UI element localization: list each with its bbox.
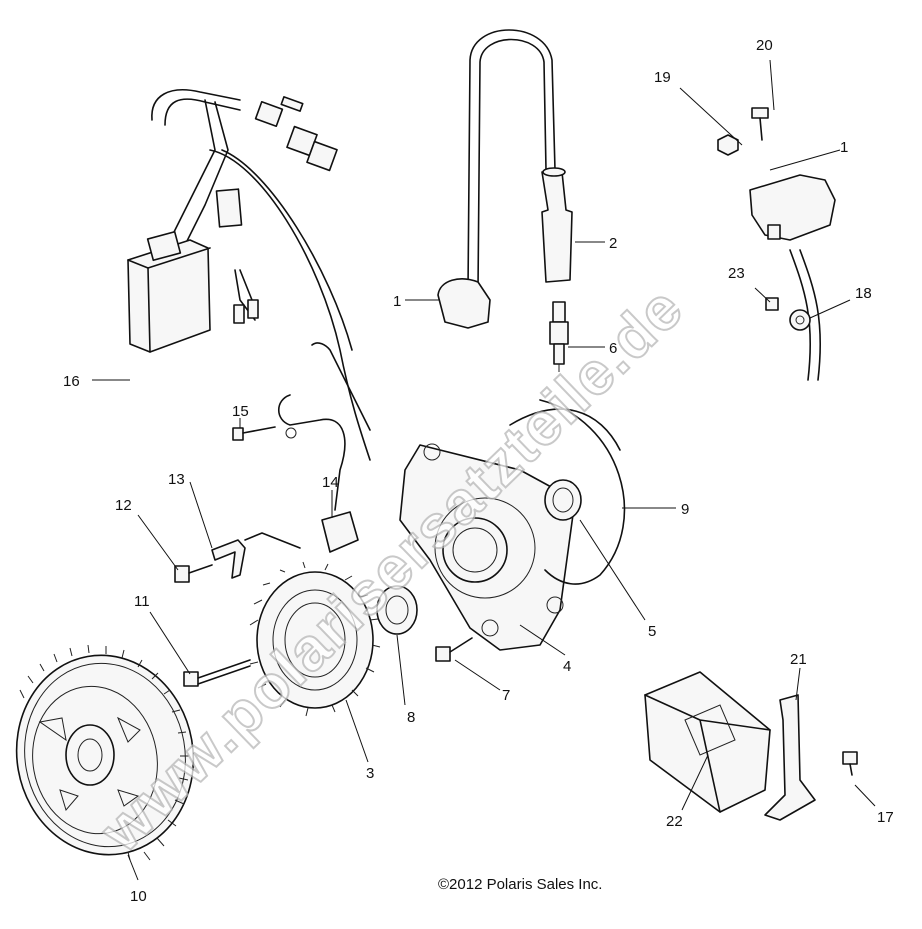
callout-17: 17 bbox=[877, 809, 894, 826]
ignition-coil-and-lead bbox=[437, 29, 573, 329]
secondary-coil bbox=[749, 174, 836, 381]
callout-1b: 1 bbox=[840, 139, 848, 156]
callout-7: 7 bbox=[502, 687, 510, 704]
callout-1a: 1 bbox=[393, 293, 401, 310]
cover-bolt bbox=[435, 637, 473, 662]
callout-5: 5 bbox=[648, 623, 656, 640]
screw-15 bbox=[232, 426, 276, 441]
callout-14: 14 bbox=[322, 474, 339, 491]
callout-21: 21 bbox=[790, 651, 807, 668]
callout-6: 6 bbox=[609, 340, 617, 357]
bolt-20 bbox=[751, 107, 769, 141]
nut-19 bbox=[717, 134, 739, 156]
copyright-text: ©2012 Polaris Sales Inc. bbox=[438, 876, 602, 893]
bolt-12 bbox=[174, 564, 213, 583]
wire-clip-bracket bbox=[211, 532, 301, 579]
screw-17 bbox=[842, 751, 858, 776]
wire-clamp bbox=[789, 309, 811, 331]
callout-11: 11 bbox=[134, 593, 150, 610]
callout-22: 22 bbox=[666, 813, 683, 830]
callout-19: 19 bbox=[654, 69, 671, 86]
callout-16: 16 bbox=[63, 373, 80, 390]
voltage-regulator bbox=[644, 671, 771, 813]
callout-labels: 1 2 6 1 19 20 18 23 9 5 4 7 8 3 11 12 13… bbox=[63, 37, 894, 905]
callout-2: 2 bbox=[609, 235, 617, 252]
callout-12: 12 bbox=[115, 497, 132, 514]
cdi-module bbox=[127, 230, 211, 353]
callout-8: 8 bbox=[407, 709, 415, 726]
flywheel bbox=[15, 644, 195, 861]
oil-seal bbox=[376, 585, 418, 635]
callout-20: 20 bbox=[756, 37, 773, 54]
stator-bolt bbox=[183, 659, 251, 687]
callout-13: 13 bbox=[168, 471, 185, 488]
spark-plug bbox=[549, 301, 569, 372]
callout-18: 18 bbox=[855, 285, 872, 302]
crank-seal bbox=[544, 479, 582, 521]
pickup-sensor bbox=[277, 394, 359, 553]
stator-cover bbox=[399, 443, 576, 651]
callout-4: 4 bbox=[563, 658, 571, 675]
regulator-bracket bbox=[764, 694, 816, 821]
callout-15: 15 bbox=[232, 403, 249, 420]
callout-9: 9 bbox=[681, 501, 689, 518]
leader-lines bbox=[92, 59, 876, 881]
callout-10: 10 bbox=[130, 888, 147, 905]
cover-gasket bbox=[509, 399, 626, 585]
callout-3: 3 bbox=[366, 765, 374, 782]
stator bbox=[249, 561, 381, 717]
callout-23: 23 bbox=[728, 265, 745, 282]
